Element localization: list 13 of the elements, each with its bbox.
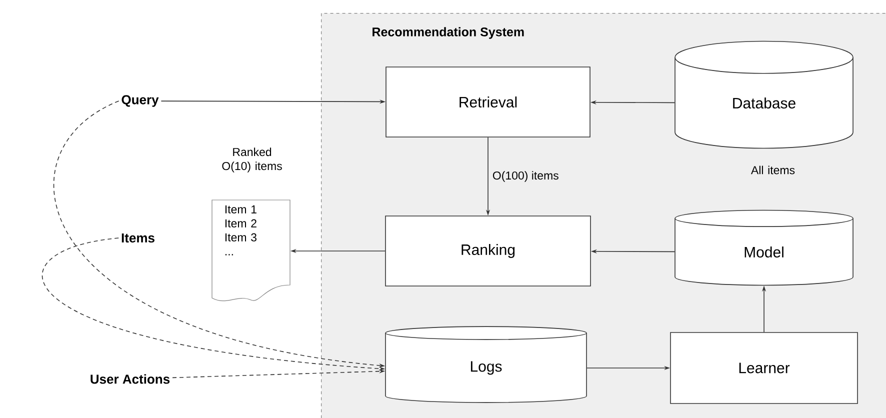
process-box: Learner (670, 332, 858, 404)
process-box: Retrieval (386, 66, 590, 138)
database-cylinder: Logs (385, 326, 587, 403)
process-box: Ranking (385, 216, 591, 286)
edge-label: O(100) items (491, 170, 560, 183)
input-label: User Actions (90, 374, 170, 384)
database-cylinder: Model (674, 210, 854, 286)
caption-label: Ranked O(10) items (222, 148, 282, 172)
database-cylinder: Database (674, 40, 854, 149)
input-label: Items (122, 233, 154, 243)
input-label: Query (122, 95, 159, 107)
region-title: Recommendation System (372, 27, 524, 39)
caption-label: All items (750, 166, 795, 174)
